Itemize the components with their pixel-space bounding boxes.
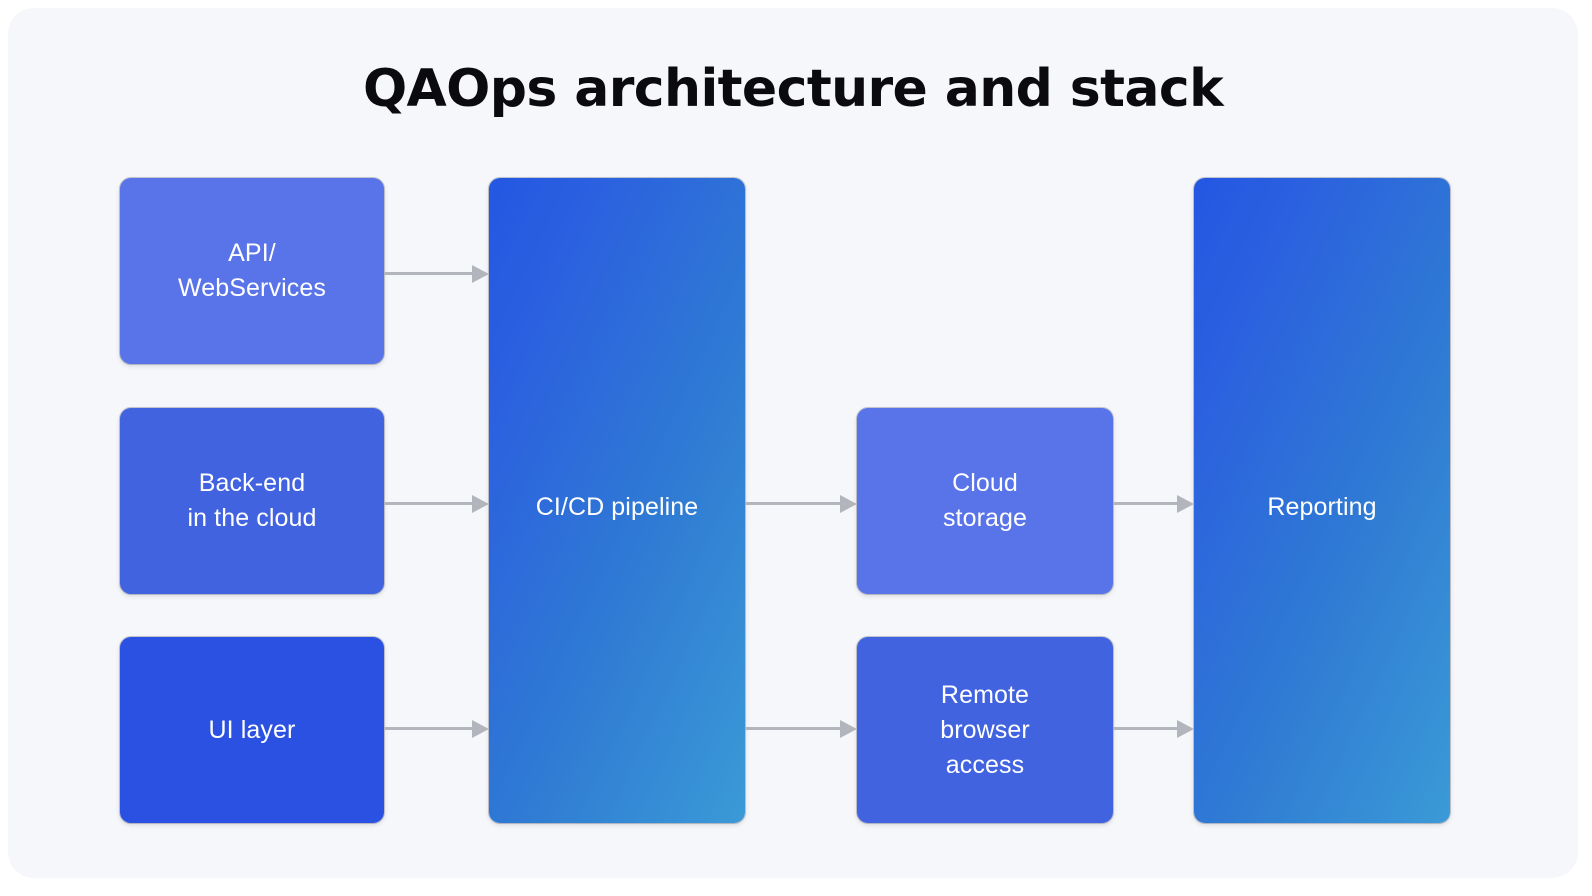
arrow-shaft <box>384 502 472 505</box>
arrow-head-icon <box>1177 495 1194 513</box>
page-title: QAOps architecture and stack <box>362 59 1224 119</box>
node-ui-layer[interactable]: UI layer <box>120 637 384 823</box>
node-cicd-pipeline[interactable]: CI/CD pipeline <box>489 178 745 823</box>
arrow-shaft <box>1113 502 1177 505</box>
arrow-pipeline-to-storage <box>745 493 857 513</box>
node-backend-cloud-label: Back-end in the cloud <box>187 469 317 532</box>
node-remote-browser-access-label: Remote browser access <box>940 680 1030 779</box>
node-remote-browser-access[interactable]: Remote browser access <box>857 637 1113 823</box>
arrow-head-icon <box>840 720 857 738</box>
arrow-head-icon <box>1177 720 1194 738</box>
node-reporting[interactable]: Reporting <box>1194 178 1450 823</box>
arrow-shaft <box>1113 727 1177 730</box>
arrow-head-icon <box>840 495 857 513</box>
node-api-webservices[interactable]: API/ WebServices <box>120 178 384 364</box>
arrow-head-icon <box>472 265 489 283</box>
arrow-shaft <box>384 272 472 275</box>
node-api-webservices-label: API/ WebServices <box>178 239 326 302</box>
arrow-head-icon <box>472 495 489 513</box>
arrow-backend-to-pipeline <box>384 493 489 513</box>
node-ui-layer-label: UI layer <box>208 715 296 744</box>
arrow-remote-to-reporting <box>1113 718 1194 738</box>
node-reporting-label: Reporting <box>1267 493 1377 521</box>
arrow-storage-to-reporting <box>1113 493 1194 513</box>
node-cloud-storage[interactable]: Cloud storage <box>857 408 1113 594</box>
node-cicd-pipeline-label: CI/CD pipeline <box>535 493 699 521</box>
arrow-uilayer-to-pipeline <box>384 718 489 738</box>
arrow-shaft <box>384 727 472 730</box>
diagram-card: QAOps architecture and stack API/ WebSer… <box>8 8 1578 878</box>
arrow-shaft <box>745 727 840 730</box>
arrow-pipeline-to-remote <box>745 718 857 738</box>
node-backend-cloud[interactable]: Back-end in the cloud <box>120 408 384 594</box>
node-cloud-storage-label: Cloud storage <box>942 469 1028 532</box>
arrow-shaft <box>745 502 840 505</box>
arrow-api-to-pipeline <box>384 263 489 283</box>
arrow-head-icon <box>472 720 489 738</box>
